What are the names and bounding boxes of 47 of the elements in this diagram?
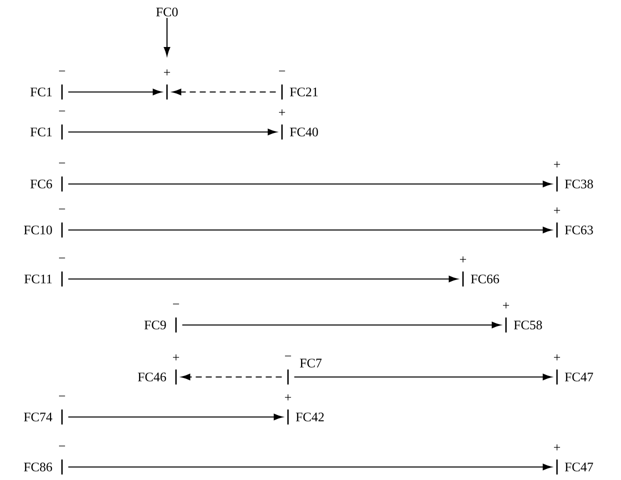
contact-label: FC74 [24, 412, 52, 422]
polarity-sign: − [58, 70, 66, 72]
polarity-sign: + [164, 69, 170, 76]
arrow [164, 18, 170, 56]
arrow [172, 88, 276, 96]
polarity-sign: + [460, 256, 466, 262]
contact-label: FC21 [290, 88, 318, 96]
contact-label: FC1 [30, 128, 52, 136]
polarity-sign: + [554, 444, 560, 450]
contact-label: FC9 [144, 320, 166, 330]
contact-label: FC42 [296, 412, 324, 422]
arrow [182, 322, 501, 328]
polarity-sign: − [278, 70, 286, 72]
arrow [68, 464, 552, 470]
arrow [181, 374, 282, 380]
contact-label: FC58 [514, 320, 542, 330]
arrow [68, 180, 552, 188]
signal-label: FC0 [156, 8, 178, 16]
contact-label: FC47 [564, 372, 594, 382]
arrow [294, 374, 552, 380]
polarity-sign: − [58, 162, 66, 164]
contact-label: FC1 [30, 88, 52, 96]
polarity-sign: + [554, 207, 560, 214]
contact-label: FC66 [470, 274, 500, 284]
arrow [68, 276, 458, 282]
arrow [68, 88, 162, 96]
contact-label: FC63 [564, 226, 593, 234]
polarity-sign: + [554, 161, 560, 168]
contact-label: FC40 [290, 128, 318, 136]
arrow [68, 128, 277, 136]
polarity-sign: + [554, 354, 560, 360]
contact-label: FC6 [30, 180, 52, 188]
polarity-sign: − [58, 208, 66, 210]
polarity-sign: − [58, 110, 66, 112]
contact-label: FC46 [138, 372, 166, 382]
contact-label: FC10 [24, 226, 52, 234]
polarity-sign: + [502, 302, 510, 308]
contact-label: FC7 [300, 358, 322, 368]
polarity-sign: + [278, 109, 286, 116]
contact-label: FC38 [564, 180, 593, 188]
contact-label: FC86 [24, 462, 52, 472]
polarity-sign: + [284, 394, 292, 400]
arrow [68, 414, 283, 420]
arrow [68, 226, 552, 234]
contact-label: FC11 [24, 274, 52, 284]
polarity-sign: + [172, 354, 180, 360]
contact-label: FC47 [564, 462, 594, 472]
